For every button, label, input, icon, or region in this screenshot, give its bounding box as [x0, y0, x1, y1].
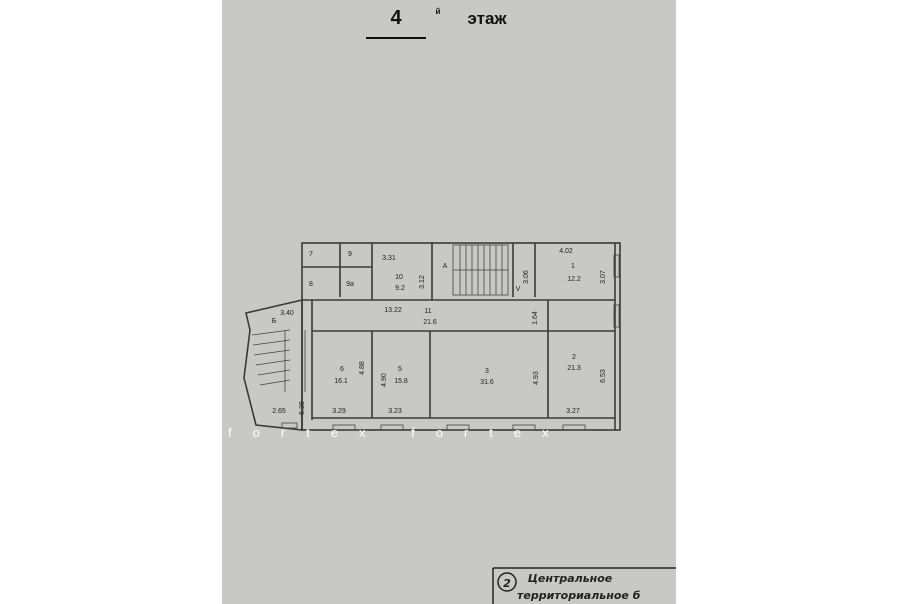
dim-6-38: 6.38: [299, 401, 306, 415]
room-8-label: 8: [309, 281, 313, 288]
stair-a-label: А: [443, 263, 448, 270]
dim-2-65: 2.65: [272, 408, 286, 415]
dim-6-53: 6.53: [600, 369, 607, 383]
room-1-label: 1: [571, 263, 575, 270]
watermark: fortex fortex: [228, 425, 570, 440]
title-block-stamp: 2 Центральное территориальное б: [492, 567, 676, 604]
floor-number: 4: [390, 7, 402, 29]
dim-3-07: 3.07: [600, 270, 607, 284]
room-3-area: 31.6: [480, 379, 494, 386]
room-9a-label: 9а: [346, 281, 354, 288]
room-6-label: 6: [340, 366, 344, 373]
dim-3-27: 3.27: [566, 408, 580, 415]
room-11-label: 11: [424, 308, 431, 315]
room-11-area: 21.6: [423, 319, 437, 326]
mark-v: V: [516, 286, 521, 293]
stamp-line-2: территориальное б: [517, 589, 641, 602]
walls: [243, 242, 621, 431]
dim-3-31: 3.31: [382, 255, 396, 262]
dim-3-29: 3.29: [332, 408, 346, 415]
room-2-label: 2: [572, 354, 576, 361]
right-margin: [676, 0, 900, 604]
room-labels: 7 9 3.31 8 9а 10 9.2 3.12 А 3.06 V 4.02 …: [272, 248, 607, 415]
dim-1-64: 1.64: [532, 311, 539, 325]
room-10-label: 10: [395, 274, 403, 281]
room-10-area: 9.2: [395, 285, 405, 292]
stair-b-label: Б: [272, 318, 277, 325]
dim-3-06: 3.06: [523, 270, 530, 284]
room-2-area: 21.3: [567, 365, 581, 372]
paper-sheet: [222, 0, 676, 604]
dim-3-12: 3.12: [419, 275, 426, 289]
room-5-area: 15.8: [394, 378, 408, 385]
room-5-label: 5: [398, 366, 402, 373]
dim-13-22: 13.22: [384, 307, 402, 314]
dim-4-88: 4.88: [359, 361, 366, 375]
dim-4-90: 4.90: [381, 373, 388, 387]
room-7-label: 7: [309, 251, 313, 258]
dim-4-02: 4.02: [559, 248, 573, 255]
dim-3-40: 3.40: [280, 310, 294, 317]
dim-4-93: 4.93: [533, 371, 540, 385]
floor-suffix: й: [436, 7, 441, 16]
stamp-number: 2: [503, 577, 511, 590]
room-3-label: 3: [485, 368, 489, 375]
room-9-label: 9: [348, 251, 352, 258]
dim-3-23: 3.23: [388, 408, 402, 415]
floor-word: этаж: [468, 9, 508, 28]
room-6-area: 16.1: [334, 378, 348, 385]
stamp-line-1: Центральное: [528, 572, 613, 585]
room-1-area: 12.2: [567, 276, 581, 283]
